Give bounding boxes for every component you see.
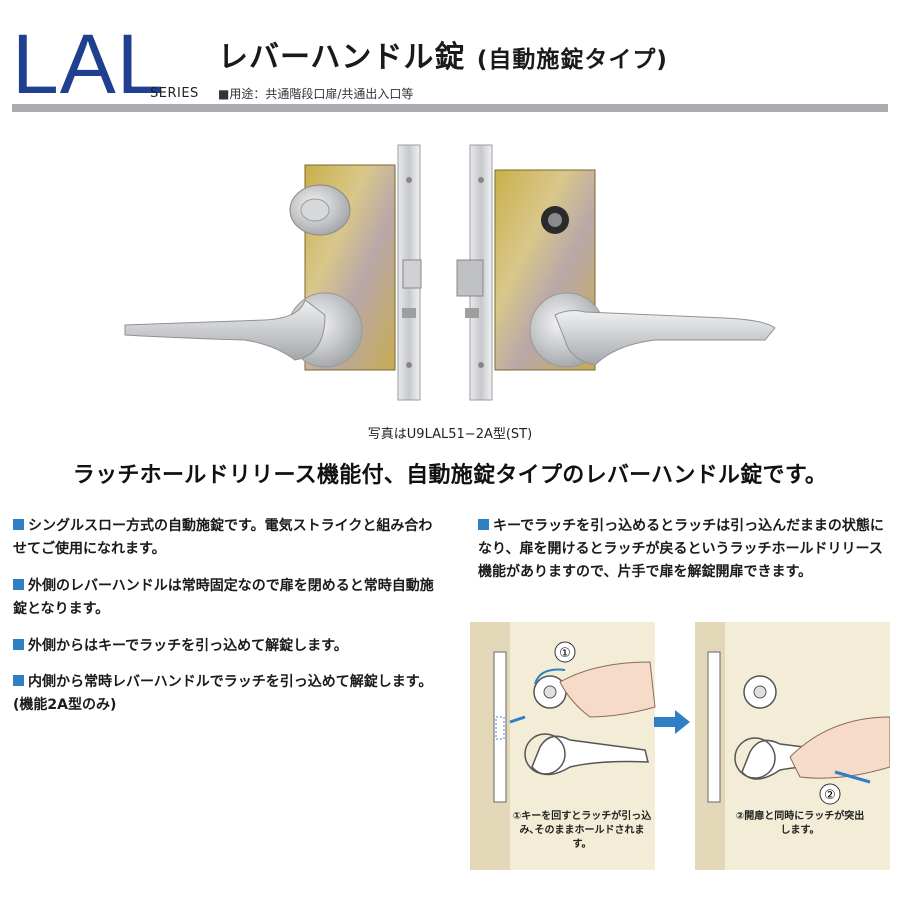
- bullet-text: キーでラッチを引っ込めるとラッチは引っ込んだままの状態になり、扉を開けるとラッチ…: [478, 518, 884, 580]
- step1-caption: ①キーを回すとラッチが引っ込み､そのままホールドされます。: [512, 811, 652, 850]
- bullet-square-icon: [13, 639, 24, 650]
- bullet-square-icon: [13, 519, 24, 530]
- lead-text: ラッチホールドリリース機能付、自動施錠タイプのレバーハンドル錠です。: [72, 463, 828, 488]
- step2-number: ②: [824, 788, 836, 803]
- usage-illustration: ① ②: [470, 622, 890, 870]
- bullet-square-icon: [478, 519, 489, 530]
- photo-caption: 写真はU9LAL51−2A型(ST): [367, 427, 533, 442]
- bullet-square-icon: [13, 579, 24, 590]
- series-label: SERIES: [150, 86, 199, 101]
- bullet-text: 外側のレバーハンドルは常時固定なので扉を閉めると常時自動施錠となります。: [13, 578, 434, 617]
- lock-body-inside: [456, 144, 776, 401]
- bullet-square-icon: [13, 675, 24, 686]
- step1-number: ①: [559, 646, 571, 661]
- feature-bullet: 外側のレバーハンドルは常時固定なので扉を閉めると常時自動施錠となります。: [13, 575, 443, 621]
- header-rule: [12, 104, 888, 112]
- arrow-right-icon: [654, 710, 690, 734]
- title-sub: (自動施錠タイプ): [476, 47, 668, 73]
- feature-bullet: 内側から常時レバーハンドルでラッチを引っ込めて解錠します。(機能2A型のみ): [13, 671, 443, 717]
- bullet-text: 外側からはキーでラッチを引っ込めて解錠します。: [28, 638, 348, 654]
- step2-caption: ②開扉と同時にラッチが突出します。: [735, 811, 865, 836]
- series-logo: LAL: [12, 17, 165, 111]
- title-main: レバーハンドル錠: [218, 40, 466, 75]
- feature-bullet: 外側からはキーでラッチを引っ込めて解錠します。: [13, 635, 443, 658]
- lock-body-outside: [124, 144, 422, 401]
- usage-text: ■用途：共通階段口扉/共通出入口等: [218, 87, 414, 101]
- feature-bullet: シングルスロー方式の自動施錠です。電気ストライクと組み合わせてご使用になれます。: [13, 515, 443, 561]
- product-photo: [124, 144, 776, 401]
- page-title: レバーハンドル錠 (自動施錠タイプ): [218, 32, 668, 76]
- feature-bullet: キーでラッチを引っ込めるとラッチは引っ込んだままの状態になり、扉を開けるとラッチ…: [478, 515, 888, 584]
- bullet-text: シングルスロー方式の自動施錠です。電気ストライクと組み合わせてご使用になれます。: [13, 518, 433, 557]
- bullet-text: 内側から常時レバーハンドルでラッチを引っ込めて解錠します。(機能2A型のみ): [13, 674, 433, 713]
